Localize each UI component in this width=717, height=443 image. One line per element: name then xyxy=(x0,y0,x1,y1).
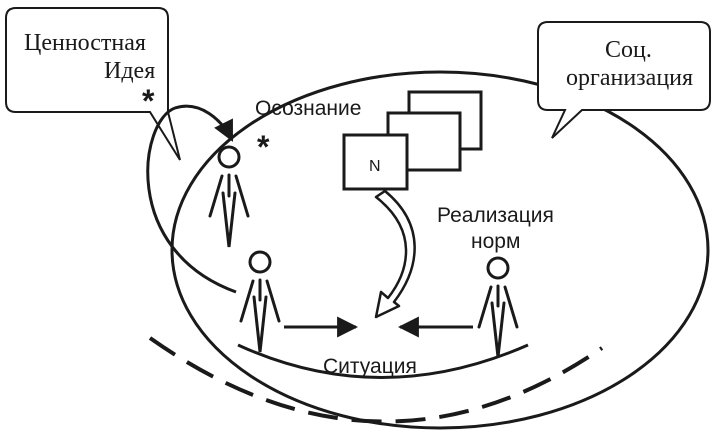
social-org-callout xyxy=(537,21,711,139)
person-aware-figure xyxy=(208,145,250,248)
value-idea-line1: Ценностная xyxy=(24,30,146,56)
norm-card-front xyxy=(342,133,409,191)
situation-label: Ситуация xyxy=(323,355,417,378)
idea-influence-arrow xyxy=(146,104,237,294)
norm-application-arrow xyxy=(374,189,416,319)
realization-label-line2: норм xyxy=(471,230,520,253)
realization-label-line1: Реализация xyxy=(437,204,554,227)
awareness-asterisk: * xyxy=(257,129,270,165)
value-idea-asterisk: * xyxy=(142,83,155,119)
awareness-label: Осознание xyxy=(255,97,361,120)
person-right-figure xyxy=(477,256,519,358)
value-idea-line2: Идея xyxy=(104,58,155,84)
person-left-figure xyxy=(239,250,281,353)
situation-arc xyxy=(237,343,529,379)
social-org-line1: Соц. xyxy=(605,37,652,63)
value-idea-callout xyxy=(5,7,181,161)
organization-ellipse xyxy=(170,70,710,430)
social-org-line2: организация xyxy=(566,65,693,91)
outer-dashed-arc xyxy=(148,336,604,424)
norm-cards: N xyxy=(342,90,483,191)
norm-card-label: N xyxy=(369,158,381,175)
